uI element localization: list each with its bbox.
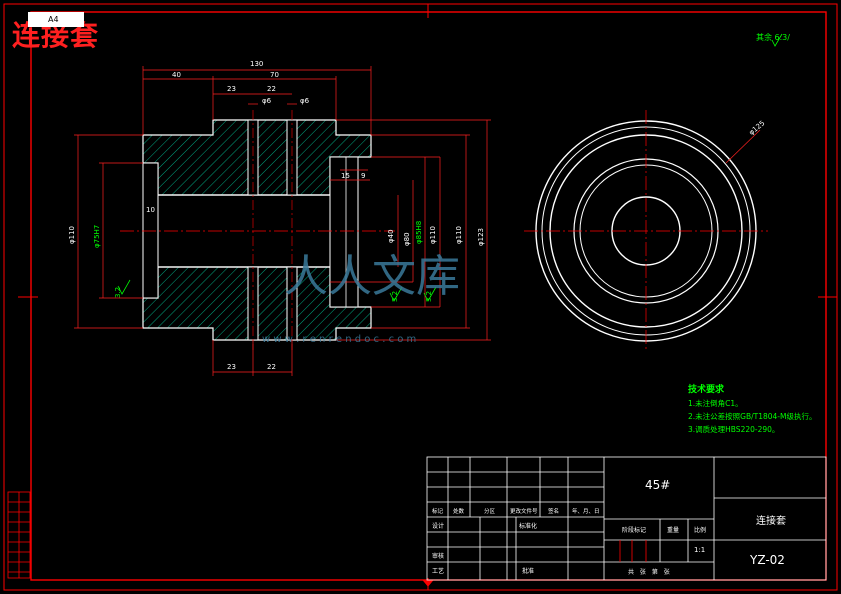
- dim-middle-section: 70: [270, 71, 279, 79]
- tech-heading: 技术要求: [688, 385, 725, 395]
- rev-file: 更改文件号: [510, 509, 538, 515]
- tech-item: 1.未注倒角C1。: [688, 399, 743, 408]
- sheet-info: 共 张 第 张: [628, 569, 670, 576]
- tech-item: 3.调质处理HBS220-290。: [688, 425, 780, 434]
- dim-outer-dia: φ110: [68, 226, 76, 244]
- roughness-left: 3.2: [114, 286, 122, 298]
- tech-item: 2.未注公差按照GB/T1804-M级执行。: [688, 412, 817, 421]
- rev-zone: 分区: [484, 509, 496, 515]
- material-value: 45#: [645, 478, 671, 492]
- dim-left-bore: φ75H7: [93, 224, 101, 248]
- dim-right-step-b: 9: [361, 172, 366, 180]
- dim-overall-length: 130: [250, 60, 264, 68]
- approve-label: 批准: [522, 568, 535, 575]
- watermark-text: 人人文库: [284, 251, 460, 302]
- weight-label: 重量: [667, 527, 680, 534]
- review-label: 审核: [432, 553, 445, 560]
- dim-hole-dia-b: φ6: [300, 97, 310, 105]
- drawing-number: YZ-02: [750, 553, 785, 567]
- dim-right-overall: φ123: [477, 228, 485, 246]
- section-view: [120, 110, 395, 350]
- design-label: 设计: [432, 523, 445, 530]
- stage-label: 阶段标记: [622, 527, 647, 534]
- rev-count: 处数: [453, 509, 465, 515]
- dim-bottom-width: 22: [267, 363, 276, 371]
- tech-requirements: 技术要求 1.未注倒角C1。 2.未注公差按照GB/T1804-M级执行。 3.…: [688, 384, 817, 436]
- rev-mark: 标记: [432, 509, 444, 515]
- part-name: 连接套: [756, 516, 786, 527]
- watermark-url: w w w . r e n r e n d o c . c o m: [262, 334, 417, 345]
- sheet-size-label: A4: [28, 12, 84, 27]
- dimension-lines: [74, 66, 491, 376]
- side-margin-boxes: [7, 491, 31, 579]
- rev-date: 年、月、日: [572, 509, 600, 515]
- scale-value: 1:1: [694, 546, 706, 554]
- standard-label: 标准化: [519, 523, 538, 530]
- roughness-note: 其余 6.3/: [756, 33, 790, 42]
- process-label: 工艺: [432, 568, 445, 575]
- scale-label: 比例: [694, 527, 707, 534]
- end-view: [524, 110, 768, 352]
- dim-groove-width: 22: [267, 85, 276, 93]
- center-marks: [18, 4, 837, 590]
- circle-leader: [725, 129, 761, 164]
- title-block-grid: [426, 456, 827, 581]
- dim-groove-spacing: 23: [227, 85, 236, 93]
- dim-left-depth: 10: [146, 206, 155, 214]
- rev-sign: 签名: [548, 509, 560, 515]
- dim-right-step-a: 15: [341, 172, 350, 180]
- dim-hole-dia-a: φ6: [262, 97, 272, 105]
- roughness-symbols: [117, 33, 783, 302]
- dim-left-section: 40: [172, 71, 181, 79]
- dim-bottom-spacing: 23: [227, 363, 236, 371]
